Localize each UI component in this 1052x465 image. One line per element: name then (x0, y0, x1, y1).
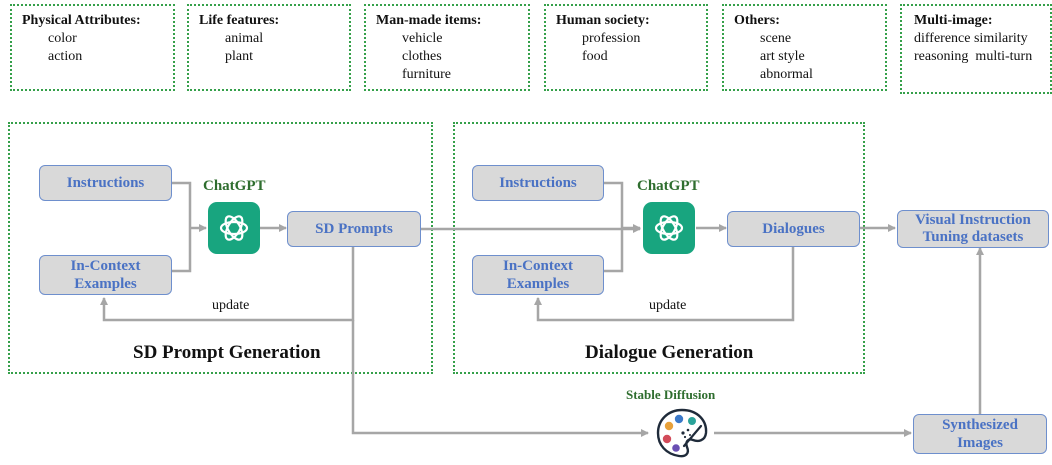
category-item: difference similarity (914, 31, 1028, 46)
arrow-sd-to-stable-diffusion (351, 320, 649, 437)
arrow-dlg-instructions-merge (604, 181, 624, 273)
sd-panel-title: SD Prompt Generation (133, 342, 321, 363)
sd-update-label: update (212, 298, 250, 313)
category-item: scene (760, 31, 792, 46)
node-label-line2: Examples (506, 276, 570, 292)
category-man-made-items: Man-made items: vehicle clothes furnitur… (364, 4, 530, 91)
category-item: animal (225, 31, 264, 46)
node-label-line1: Visual Instruction (915, 212, 1031, 228)
category-human-society: Human society: profession food (544, 4, 708, 91)
category-item: abnormal (760, 67, 813, 82)
node-label: Instructions (66, 175, 145, 191)
node-label-line1: Synthesized (942, 417, 1018, 433)
category-item: food (582, 49, 608, 64)
category-title: Life features: (199, 13, 280, 28)
synthesized-images-node: Synthesized Images (913, 414, 1047, 454)
sd-instructions-node: Instructions (39, 165, 172, 201)
category-others: Others: scene art style abnormal (722, 4, 887, 91)
dlg-chatgpt-icon (643, 202, 695, 254)
arrow-sd-instructions-merge (172, 181, 192, 273)
category-life-features: Life features: animal plant (187, 4, 351, 91)
openai-logo-icon (219, 215, 249, 241)
node-label: Instructions (499, 175, 577, 191)
sd-in-context-examples-node: In-Context Examples (39, 255, 172, 295)
arrow-dlg-update-loop (534, 245, 795, 322)
arrow-sd-update-loop (100, 245, 355, 322)
sd-chatgpt-icon (208, 202, 260, 254)
node-label-line2: Tuning datasets (922, 229, 1024, 245)
sd-prompts-node: SD Prompts (287, 211, 421, 247)
dialogues-node: Dialogues (727, 211, 860, 247)
category-item: art style (760, 49, 805, 64)
category-title: Man-made items: (376, 13, 482, 28)
palette-icon (654, 406, 710, 460)
node-label-line2: Examples (74, 276, 137, 292)
category-physical-attributes: Physical Attributes: color action (10, 4, 175, 91)
category-item: clothes (402, 49, 442, 64)
dlg-instructions-node: Instructions (472, 165, 604, 201)
openai-logo-icon (654, 215, 684, 241)
category-item: plant (225, 49, 253, 64)
category-item: color (48, 31, 77, 46)
category-item: vehicle (402, 31, 443, 46)
stable-diffusion-label: Stable Diffusion (626, 387, 716, 402)
dlg-chatgpt-label: ChatGPT (637, 178, 700, 194)
visual-instruction-tuning-node: Visual Instruction Tuning datasets (897, 210, 1049, 248)
category-title: Human society: (556, 13, 650, 28)
dlg-update-label: update (649, 298, 687, 313)
category-item: profession (582, 31, 641, 46)
category-title: Others: (734, 13, 780, 28)
node-label: Dialogues (762, 221, 825, 237)
category-title: Multi-image: (914, 13, 993, 28)
category-multi-image: Multi-image: difference similarity reaso… (900, 4, 1052, 94)
category-title: Physical Attributes: (22, 13, 141, 28)
sd-chatgpt-label: ChatGPT (203, 178, 266, 194)
node-label: SD Prompts (315, 221, 393, 237)
node-label-line2: Images (957, 435, 1003, 451)
dialogue-panel-title: Dialogue Generation (585, 342, 754, 363)
node-label-line1: In-Context (70, 258, 141, 274)
sd-prompt-generation-panel (8, 122, 433, 374)
dlg-in-context-examples-node: In-Context Examples (472, 255, 604, 295)
dialogue-generation-panel (453, 122, 865, 374)
node-label-line1: In-Context (503, 258, 573, 274)
category-item: reasoning multi-turn (914, 49, 1033, 64)
category-item: action (48, 49, 83, 64)
category-item: furniture (402, 67, 451, 82)
